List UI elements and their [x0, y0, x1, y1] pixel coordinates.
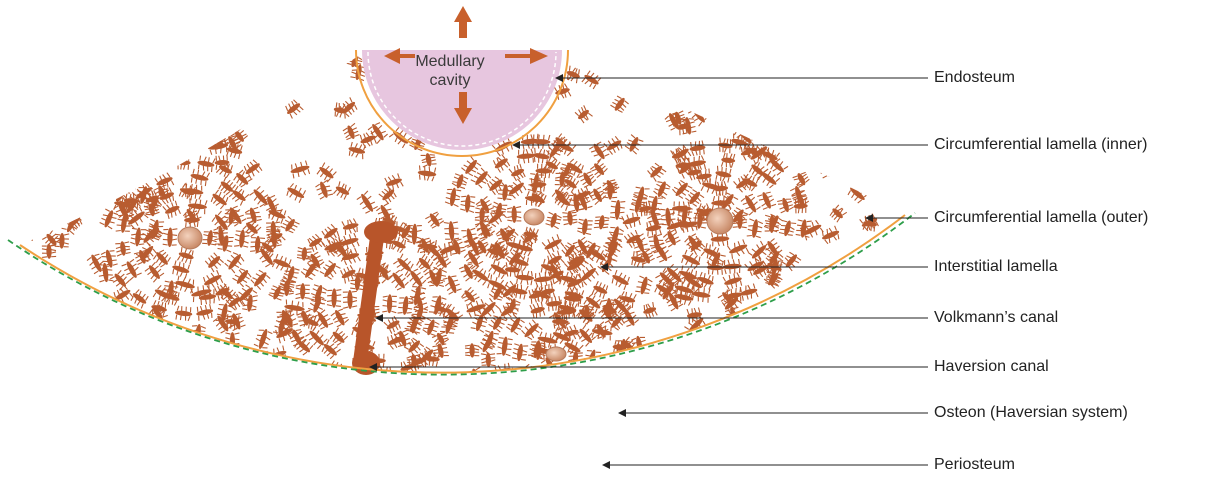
arrow-up-icon	[454, 6, 472, 38]
label-circumferential-lamella-inner: Circumferential lamella (inner)	[934, 136, 1148, 153]
label-osteon: Osteon (Haversian system)	[934, 404, 1128, 421]
medullary-cavity-label-line1: Medullary	[415, 53, 485, 70]
haversian-canal-top	[523, 208, 545, 226]
arrow-down-icon	[454, 92, 472, 124]
endosteum-dashed-line	[367, 51, 557, 147]
label-haversion-canal: Haversion canal	[934, 358, 1049, 375]
arrow-right-icon	[505, 48, 548, 64]
leader-lines	[369, 74, 928, 469]
expansion-arrows	[384, 6, 548, 124]
label-endosteum: Endosteum	[934, 69, 1015, 86]
endosteum-line	[355, 49, 569, 157]
label-circumferential-lamella-outer: Circumferential lamella (outer)	[934, 209, 1149, 226]
label-volkmanns-canal: Volkmann’s canal	[934, 309, 1059, 326]
haversian-canal-left	[177, 226, 203, 250]
haversian-canal-bottom	[545, 346, 567, 362]
medullary-cavity-label-line2: cavity	[429, 72, 471, 89]
label-periosteum: Periosteum	[934, 456, 1015, 473]
medullary-cavity-label: Medullary cavity	[405, 52, 495, 90]
periosteum-orange-line	[19, 214, 906, 374]
periosteum-green-dashed-line	[7, 212, 916, 376]
haversian-canal-right	[706, 207, 734, 235]
label-interstitial-lamella: Interstitial lamella	[934, 258, 1058, 275]
arrow-left-icon	[384, 48, 415, 64]
